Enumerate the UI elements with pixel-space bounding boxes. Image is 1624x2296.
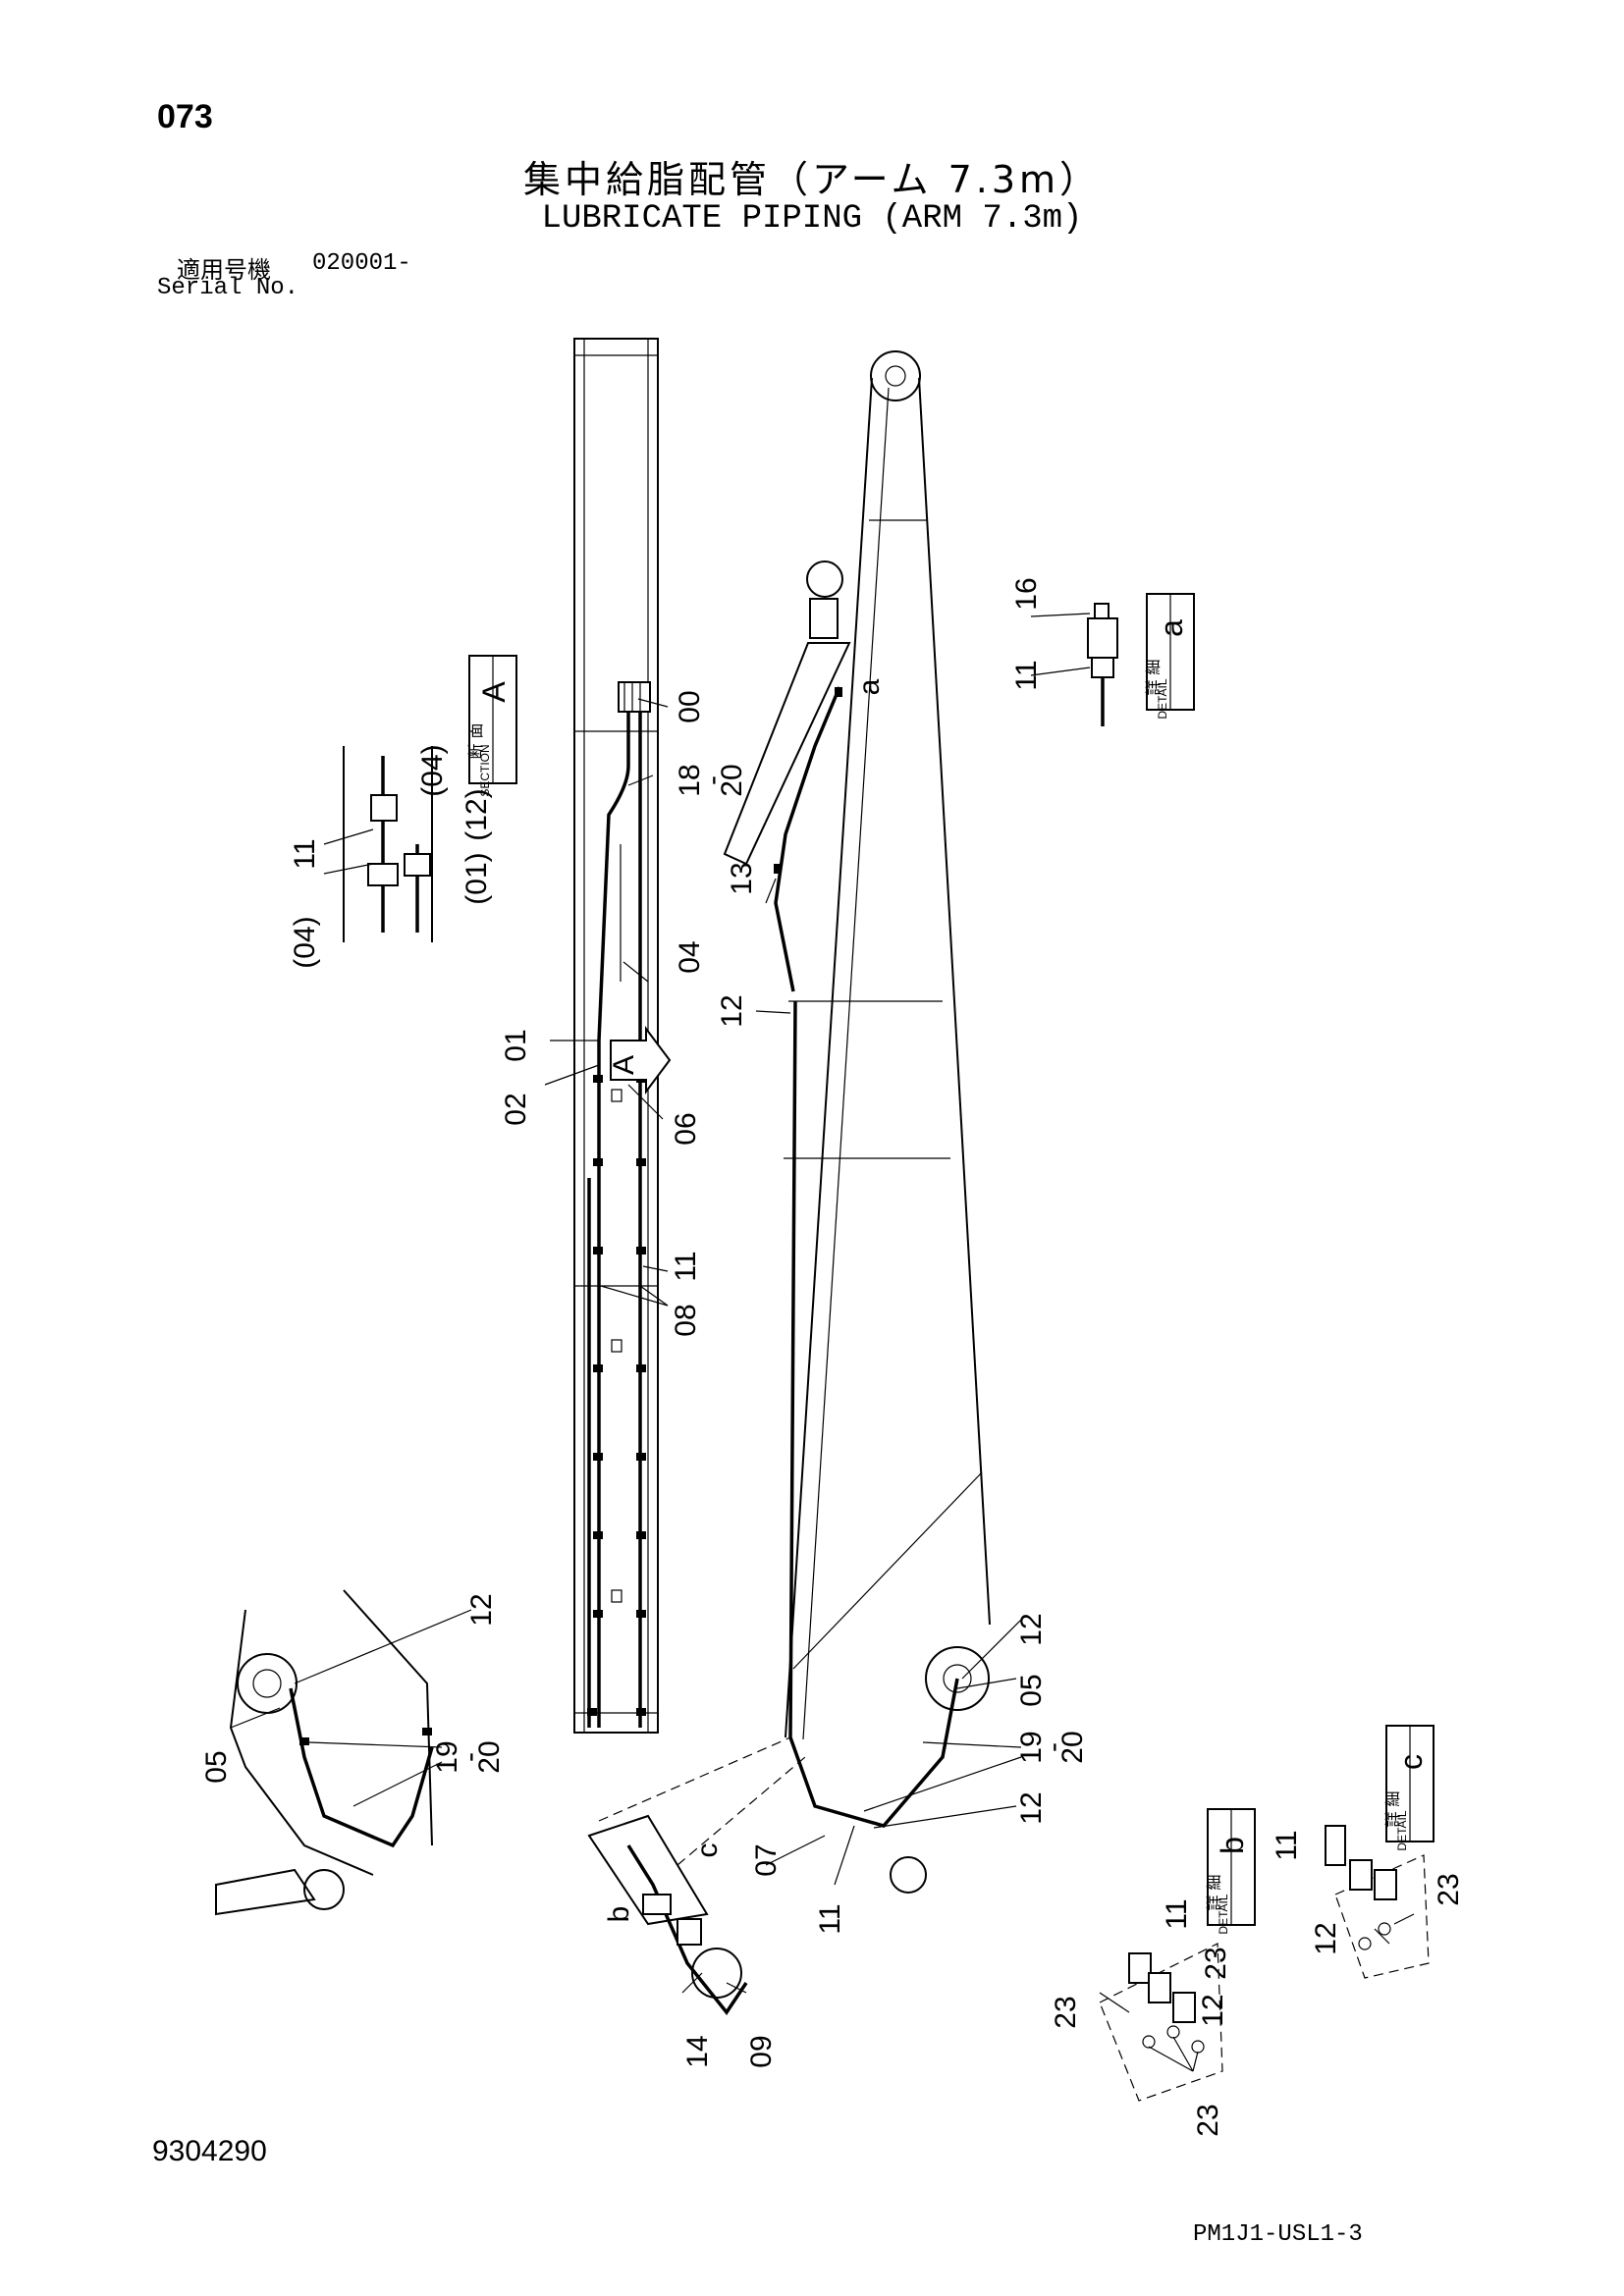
- callout-00: 00: [674, 690, 706, 722]
- callout-01: 01: [500, 1029, 532, 1061]
- boom-callout-05: 05: [1015, 1674, 1048, 1706]
- arm-callout-a: a: [853, 678, 886, 695]
- svg-text:a: a: [1154, 619, 1189, 637]
- section-a-detail: [323, 746, 433, 942]
- detail-b-callout-23-bottom: 23: [1192, 2104, 1224, 2136]
- link-callout-b: b: [603, 1906, 635, 1923]
- link-detail: [587, 1736, 806, 2015]
- part-number: 9304290: [152, 2135, 267, 2167]
- callout-20: 20: [716, 764, 748, 796]
- callout-04: 04: [674, 940, 706, 973]
- left-callout-19: 19: [431, 1740, 463, 1773]
- callout-18: 18: [674, 764, 706, 796]
- serial-label-japanese: 適用号機: [177, 256, 271, 284]
- svg-text:b: b: [1215, 1837, 1250, 1854]
- section-callout-12: (12): [460, 788, 493, 840]
- section-callout-11: 11: [289, 838, 321, 869]
- boom-callout-12-top: 12: [1015, 1613, 1048, 1645]
- link-callout-14: 14: [681, 2035, 714, 2067]
- boom-callout-dash: -: [1037, 1742, 1069, 1752]
- arm-callout-12: 12: [716, 994, 748, 1027]
- serial-label-english: Serial No.: [157, 275, 299, 301]
- detail-b-drawing: [1099, 1943, 1223, 2102]
- detail-b-callout-23-left: 23: [1050, 1996, 1082, 2028]
- detail-c-drawing: [1325, 1825, 1430, 1979]
- boom-callout-20: 20: [1056, 1731, 1089, 1763]
- page-number: 073: [157, 98, 213, 135]
- detail-c-callout-23: 23: [1433, 1873, 1465, 1905]
- leader-lines: [230, 613, 1415, 2072]
- section-callout-04-bottom: (04): [289, 916, 321, 968]
- title-english: LUBRICATE PIPING (ARM 7.3m): [541, 200, 1083, 238]
- detail-a-drawing: [1087, 603, 1118, 726]
- detail-a-callout-11: 11: [1010, 660, 1043, 690]
- document-code: PM1J1-USL1-3: [1193, 2221, 1363, 2248]
- svg-text:詳 細: 詳 細: [1144, 659, 1163, 695]
- svg-text:SECTION: SECTION: [478, 744, 492, 796]
- detail-c-tag: c 詳 細 DETAIL: [1383, 1725, 1435, 1851]
- left-callout-20: 20: [473, 1740, 506, 1773]
- svg-text:DETAIL: DETAIL: [1395, 1810, 1409, 1850]
- section-callout-01: (01): [460, 852, 493, 904]
- detail-b-callout-11: 11: [1161, 1898, 1193, 1929]
- section-a-arrow: A: [608, 1026, 672, 1095]
- arm-callout-13: 13: [726, 862, 758, 894]
- svg-text:詳 細: 詳 細: [1383, 1790, 1402, 1827]
- boom-callout-11: 11: [814, 1903, 846, 1934]
- boom-callout-07: 07: [750, 1843, 783, 1876]
- link-callout-09: 09: [745, 2035, 778, 2067]
- svg-text:A: A: [476, 681, 512, 703]
- svg-text:DETAIL: DETAIL: [1156, 678, 1169, 719]
- detail-c-callout-12: 12: [1310, 1922, 1342, 1954]
- left-callout-12: 12: [465, 1593, 498, 1626]
- detail-a-callout-16: 16: [1010, 577, 1043, 610]
- callout-08: 08: [670, 1304, 702, 1336]
- arm-side-view: [723, 350, 991, 1894]
- title-japanese: 集中給脂配管（アーム 7.3m）: [522, 158, 1102, 201]
- left-callout-05: 05: [200, 1750, 233, 1783]
- section-callout-04-top: (04): [416, 744, 449, 796]
- svg-text:DETAIL: DETAIL: [1217, 1894, 1230, 1934]
- link-callout-c: c: [691, 1843, 724, 1858]
- boom-callout-19: 19: [1015, 1731, 1048, 1763]
- detail-a-tag: a 詳 細 DETAIL: [1144, 593, 1195, 720]
- callout-02: 02: [500, 1093, 532, 1125]
- callout-labels: 00 18 - 20 04 01 02 06 11 08 11 (04) (04…: [200, 577, 1465, 2136]
- detail-b-callout-12: 12: [1197, 1994, 1229, 2026]
- boom-callout-12-bottom: 12: [1015, 1791, 1048, 1824]
- detail-b-tag: b 詳 細 DETAIL: [1205, 1808, 1256, 1935]
- callout-11-center: 11: [670, 1251, 702, 1281]
- serial-value: 020001-: [312, 250, 411, 277]
- svg-text:c: c: [1393, 1754, 1429, 1770]
- callout-18-dash: -: [696, 775, 729, 785]
- callout-06: 06: [670, 1112, 702, 1145]
- left-boom-detail: [215, 1589, 434, 1916]
- svg-text:断 面: 断 面: [466, 722, 485, 759]
- left-callout-dash: -: [454, 1752, 486, 1762]
- detail-b-callout-23-right: 23: [1200, 1947, 1232, 1979]
- svg-text:A: A: [608, 1055, 640, 1075]
- section-a-tag: A 断 面 SECTION: [466, 655, 517, 797]
- svg-text:詳 細: 詳 細: [1205, 1874, 1223, 1910]
- detail-c-callout-11: 11: [1271, 1830, 1303, 1860]
